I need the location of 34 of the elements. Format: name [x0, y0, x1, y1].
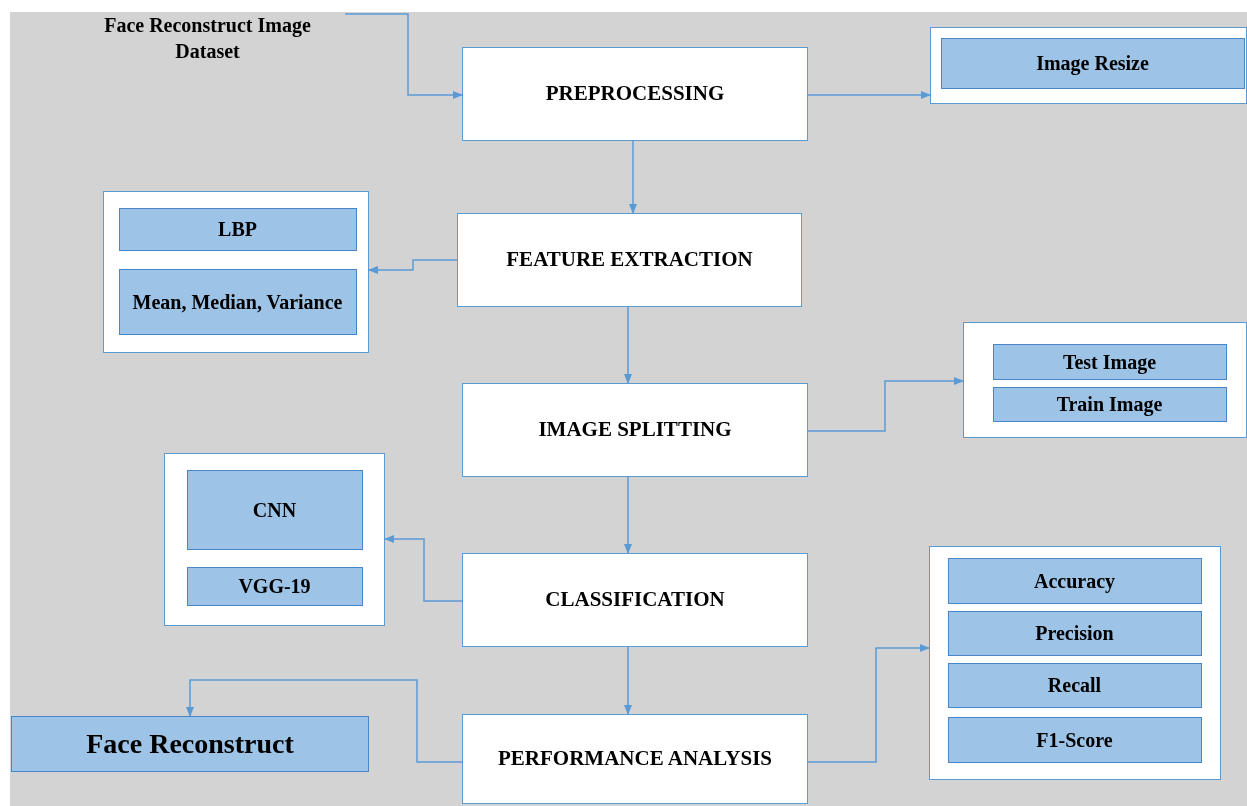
- item-box: Test Image: [992, 343, 1227, 380]
- group-box: [930, 27, 1247, 104]
- arrow: [384, 535, 463, 602]
- item-box: Accuracy: [947, 557, 1202, 604]
- arrow: [344, 13, 463, 99]
- item-box: F1-Score: [947, 716, 1202, 763]
- item-box: Image Resize: [940, 37, 1245, 89]
- process-box: PERFORMANCE ANALYSIS: [462, 714, 808, 804]
- process-box: CLASSIFICATION: [462, 553, 808, 647]
- arrow: [368, 259, 458, 274]
- item-box: LBP: [118, 207, 357, 251]
- result-box: Face Reconstruct: [11, 716, 369, 772]
- process-box: PREPROCESSING: [462, 47, 808, 141]
- arrow: [629, 140, 637, 214]
- process-box: IMAGE SPLITTING: [462, 383, 808, 477]
- group-box: [929, 546, 1221, 780]
- arrow: [186, 679, 463, 763]
- arrow: [807, 377, 964, 432]
- group-box: [103, 191, 369, 353]
- group-box: [164, 453, 385, 626]
- item-box: CNN: [186, 469, 363, 550]
- arrow: [807, 91, 931, 99]
- arrow: [807, 644, 930, 763]
- arrow: [624, 646, 632, 715]
- group-box: [963, 322, 1247, 438]
- item-box: Precision: [947, 610, 1202, 656]
- process-box: FEATURE EXTRACTION: [457, 213, 802, 307]
- text-label: Face Reconstruct Image Dataset: [70, 10, 345, 66]
- arrow: [624, 476, 632, 554]
- item-box: Mean, Median, Variance: [118, 268, 357, 335]
- item-box: Recall: [947, 662, 1202, 708]
- arrow: [624, 306, 632, 384]
- item-box: Train Image: [992, 386, 1227, 422]
- item-box: VGG-19: [186, 566, 363, 606]
